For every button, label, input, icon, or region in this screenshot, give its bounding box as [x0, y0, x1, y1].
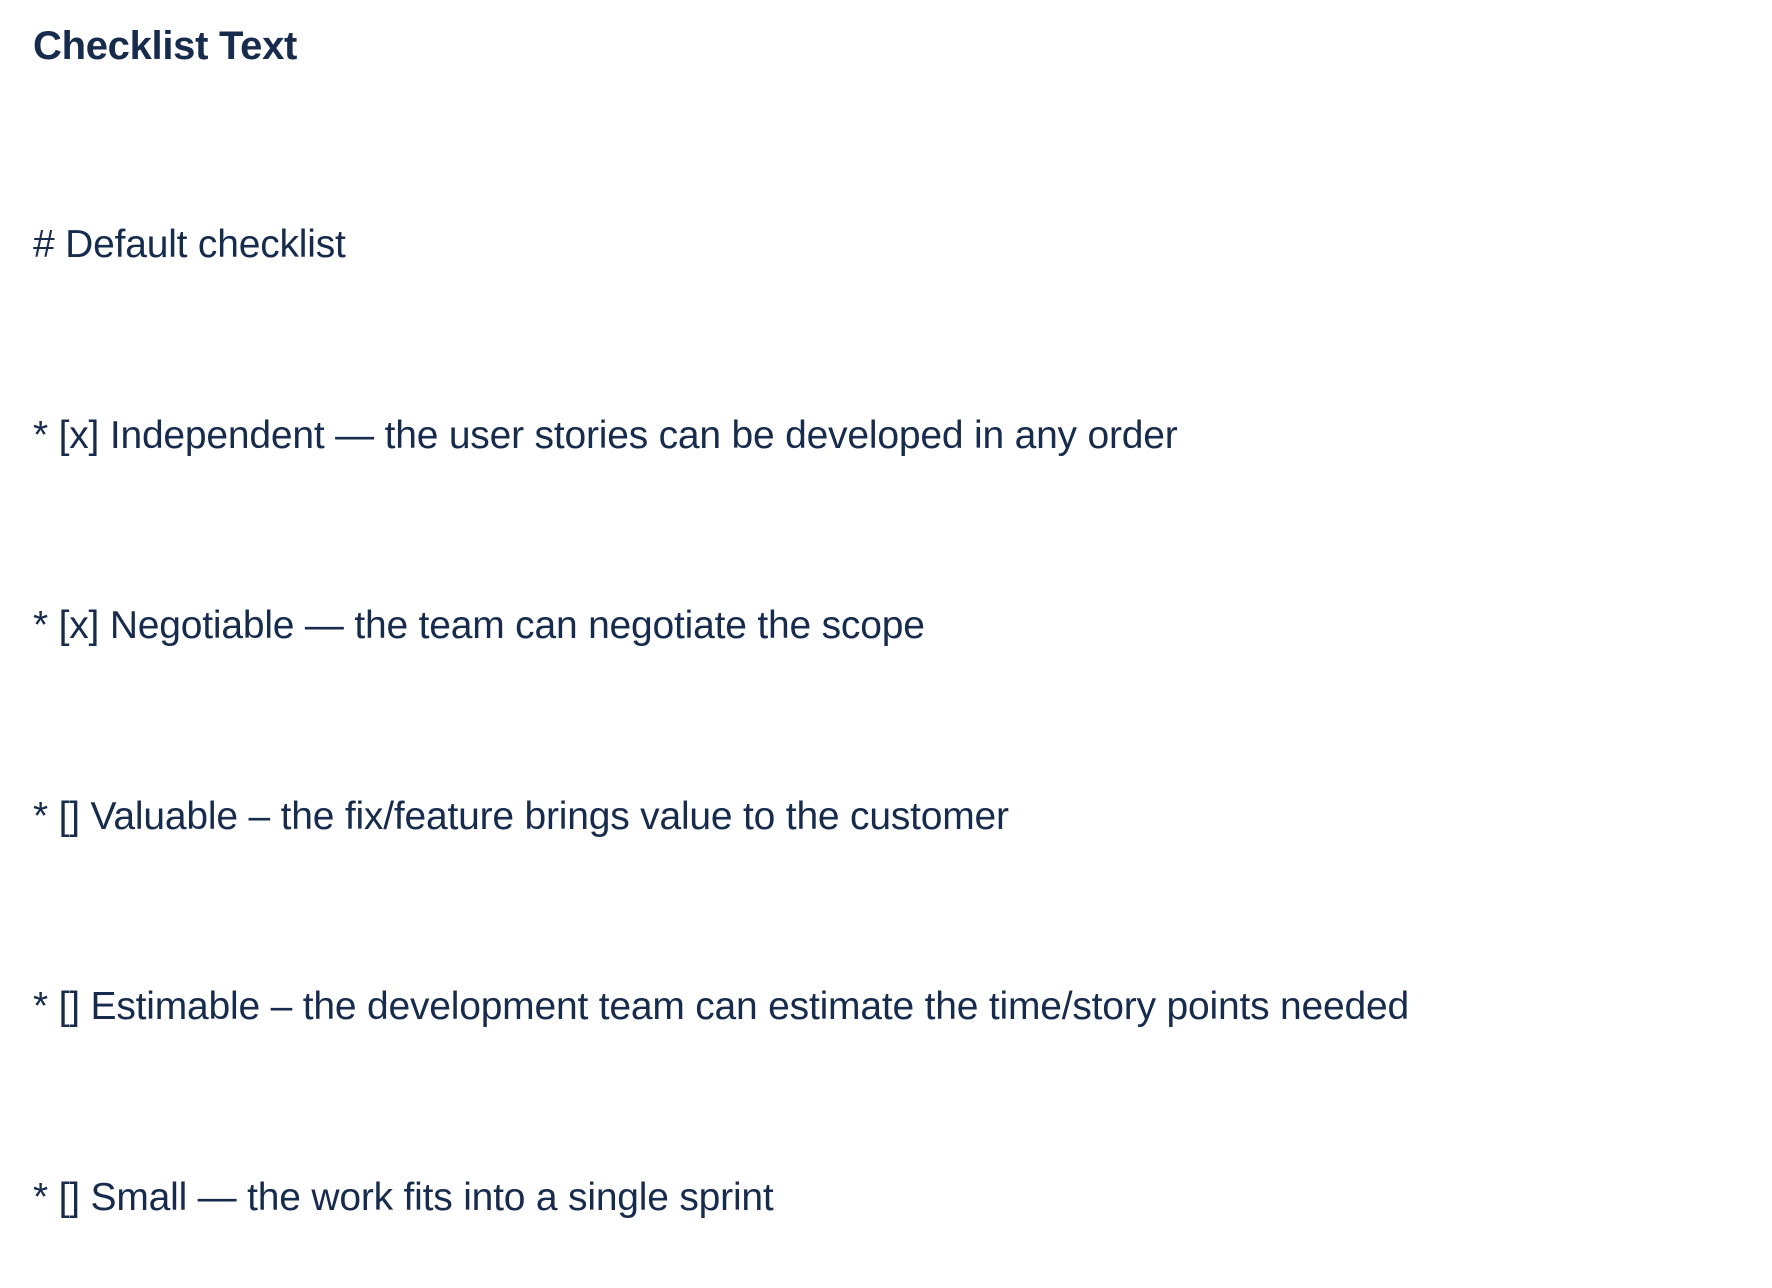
checklist-item-valuable: * [] Valuable – the fix/feature brings v…: [33, 794, 1009, 838]
checklist-item-negotiable: * [x] Negotiable — the team can negotiat…: [33, 604, 925, 647]
field-label-checklist-text: Checklist Text: [33, 24, 298, 68]
checklist-item-small: * [] Small — the work fits into a single…: [33, 1175, 774, 1219]
checklist-item-independent: * [x] Independent — the user stories can…: [33, 413, 1178, 457]
checklist-item-estimable: * [] Estimable – the development team ca…: [33, 985, 1409, 1028]
checklist-text-value: # Default checklist * [x] Independent — …: [33, 86, 1772, 1288]
checklist-heading-line: # Default checklist: [33, 223, 346, 266]
